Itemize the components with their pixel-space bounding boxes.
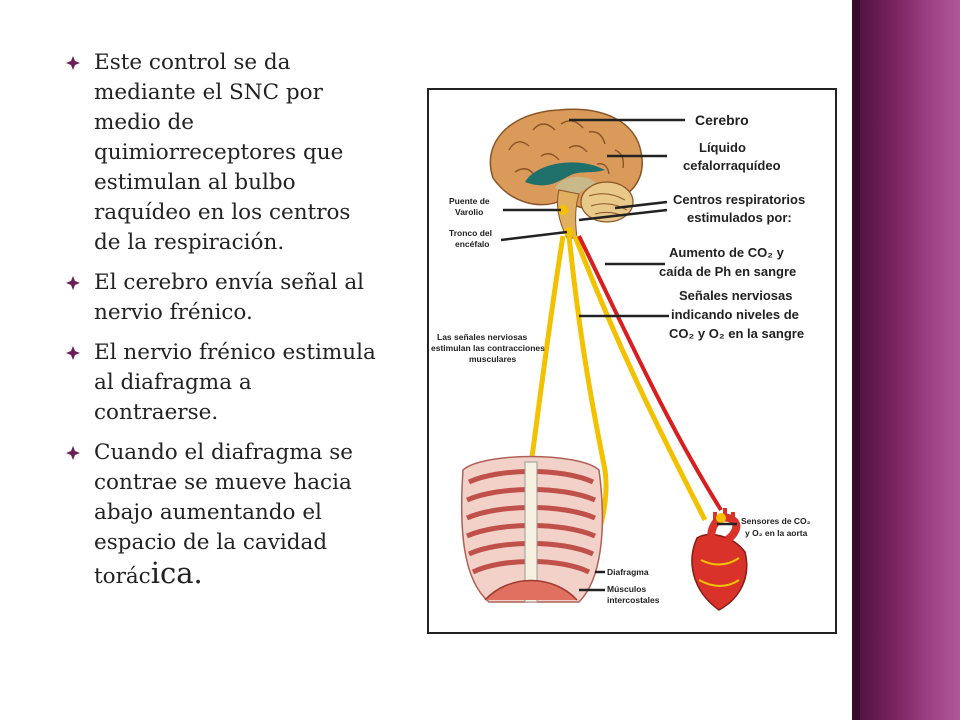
label-senales-3: CO₂ y O₂ en la sangre [669,326,804,341]
label-senales-1: Señales nerviosas [679,288,792,303]
bullet-list: Este control se da mediante el SNC por m… [66,48,376,602]
diamond-bullet-icon [66,276,80,290]
figure-illustration: Cerebro Líquido cefalorraquídeo Puente d… [431,108,811,611]
label-liquido-1: Líquido [699,140,746,155]
label-diafragma: Diafragma [607,567,649,577]
label-tronco-2: encéfalo [455,239,490,249]
bullet-text: Cuando el diafragma se contrae se mueve … [94,440,354,589]
label-liquido-2: cefalorraquídeo [683,158,781,173]
bullet-text: Este control se da mediante el SNC por m… [94,50,351,255]
label-tronco-1: Tronco del [449,228,492,238]
diamond-bullet-icon [66,346,80,360]
diamond-bullet-icon [66,56,80,70]
label-centros-2: estimulados por: [687,210,792,225]
label-contracc-1: Las señales nerviosas [437,332,528,342]
label-sensores-1: Sensores de CO₂ [741,516,811,526]
bullet-text: El cerebro envía señal al nervio frénico… [94,270,365,325]
label-contracc-3: musculares [469,354,517,364]
label-musculos-1: Músculos [607,584,646,594]
label-aumento-1: Aumento de CO₂ y [669,245,785,260]
label-sensores-2: y O₂ en la aorta [745,528,808,538]
respiration-control-figure: Cerebro Líquido cefalorraquídeo Puente d… [427,88,837,634]
bullet-item: El cerebro envía señal al nervio frénico… [66,268,376,328]
label-cerebro: Cerebro [695,112,749,128]
label-puente-2: Varolio [455,207,483,217]
bullet-item: Cuando el diafragma se contrae se mueve … [66,438,376,592]
bullet-text: El nervio frénico estimula al diafragma … [94,340,376,425]
heart-illustration [691,508,748,611]
leader-lines [500,118,737,592]
label-contracc-2: estimulan las contracciones [431,343,545,353]
diamond-bullet-icon [66,446,80,460]
label-centros-1: Centros respiratorios [673,192,805,207]
label-senales-2: indicando niveles de [671,307,799,322]
decorative-sidebar [852,0,960,720]
brain-illustration [489,108,643,239]
label-aumento-2: caída de Ph en sangre [659,264,796,279]
nerve-pathways [516,235,723,561]
bullet-text-tail: ica. [150,556,203,590]
label-puente-1: Puente de [449,196,490,206]
ribcage-illustration [460,455,604,603]
bullet-item: Este control se da mediante el SNC por m… [66,48,376,258]
bullet-item: El nervio frénico estimula al diafragma … [66,338,376,428]
label-musculos-2: intercostales [607,595,660,605]
